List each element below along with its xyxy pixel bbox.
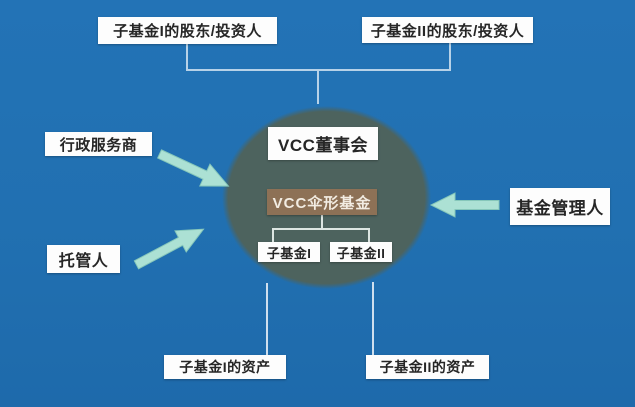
connector-assets2 [372, 282, 374, 356]
connector-top-center-down [317, 69, 319, 104]
connector-shareholders2-down [449, 43, 451, 71]
node-shareholders2: 子基金II的股东/投资人 [362, 17, 533, 43]
connector-subfund1-down [272, 228, 274, 242]
node-assets2: 子基金II的资产 [366, 355, 489, 379]
node-custodian: 托管人 [47, 245, 120, 273]
node-subfund1-label: 子基金I [266, 245, 312, 261]
node-shareholders1: 子基金I的股东/投资人 [98, 17, 277, 44]
connector-assets1 [266, 283, 268, 356]
node-assets1: 子基金I的资产 [164, 355, 286, 379]
node-shareholders2-label: 子基金II的股东/投资人 [370, 22, 525, 40]
node-board-label: VCC董事会 [278, 136, 368, 155]
node-assets1-label: 子基金I的资产 [179, 359, 271, 375]
node-board: VCC董事会 [268, 127, 378, 160]
node-admin-provider-label: 行政服务商 [59, 136, 138, 154]
node-shareholders1-label: 子基金I的股东/投资人 [113, 23, 262, 40]
node-fund-manager-label: 基金管理人 [516, 199, 604, 218]
node-umbrella: VCC伞形基金 [267, 189, 377, 215]
node-umbrella-label: VCC伞形基金 [272, 194, 372, 212]
arrow-left-icon [429, 192, 500, 218]
node-subfund2-label: 子基金II [336, 245, 386, 261]
connector-umbrella-stem [321, 215, 323, 229]
arrow-up-right-icon [130, 218, 209, 277]
node-fund-manager: 基金管理人 [510, 188, 610, 225]
node-assets2-label: 子基金II的资产 [379, 359, 476, 375]
connector-shareholders1-down [186, 44, 188, 71]
node-subfund2: 子基金II [330, 242, 392, 262]
connector-umbrella-horizontal [272, 228, 370, 230]
node-admin-provider: 行政服务商 [45, 132, 152, 156]
node-custodian-label: 托管人 [58, 253, 109, 270]
connector-subfund2-down [368, 228, 370, 242]
arrow-down-right-icon [154, 142, 234, 198]
node-subfund1: 子基金I [258, 242, 320, 262]
